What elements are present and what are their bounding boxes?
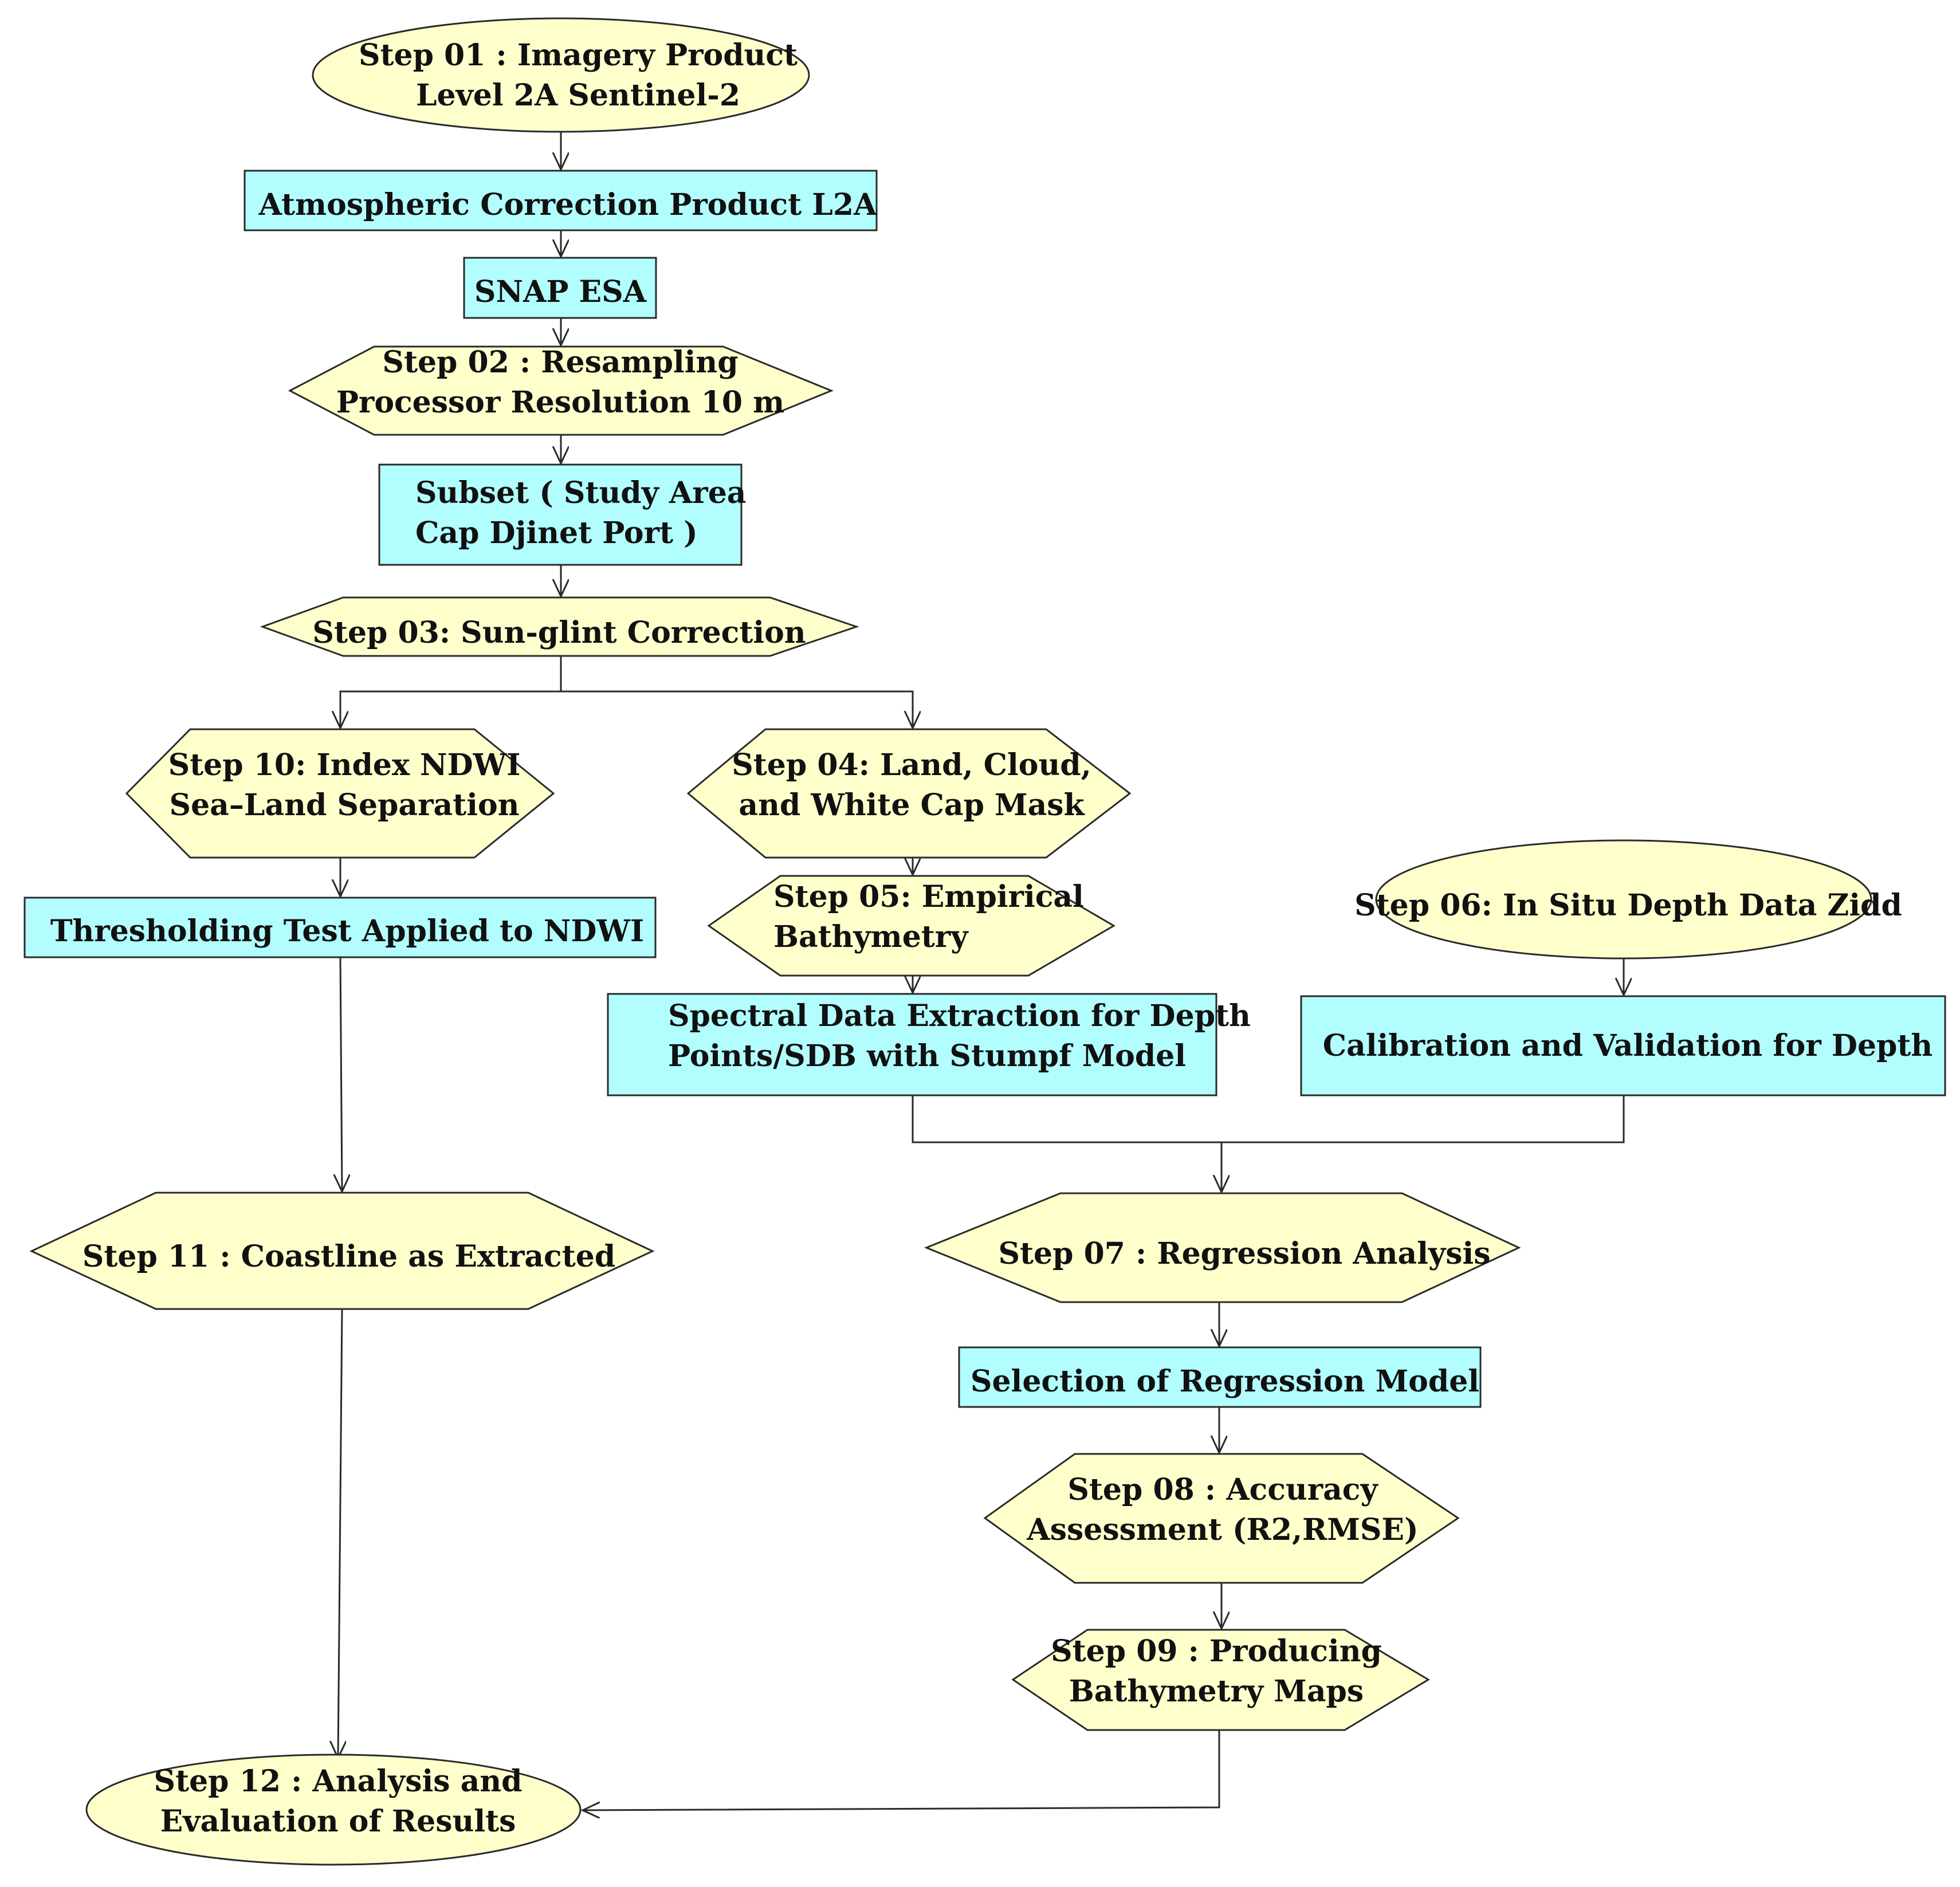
step06-node — [1375, 839, 1872, 960]
selection-line-1: Selection of Regression Model — [971, 1364, 1479, 1399]
shapes — [23, 17, 1946, 1866]
step10-node — [125, 728, 555, 859]
thresholding-line-1: Thresholding Test Applied to NDWI — [50, 914, 644, 949]
atmospheric-correction-node — [243, 170, 878, 231]
snap-line-1: SNAP ESA — [474, 274, 647, 309]
step08-node — [983, 1453, 1460, 1584]
step11-label: Step 11 : Coastline as Extracted — [83, 1239, 615, 1274]
arrow-step11-step12 — [338, 1308, 342, 1758]
step07-line-1: Step 07 : Regression Analysis — [998, 1236, 1490, 1271]
step07-node — [924, 1192, 1521, 1303]
step03-node — [260, 596, 859, 657]
subset-line-1: Subset ( Study Area — [415, 475, 746, 510]
step04-node — [686, 728, 1132, 859]
arrow-thresholding-step11 — [340, 957, 342, 1192]
step05-line-1: Step 05: Empirical — [773, 879, 1084, 914]
step05-node — [707, 875, 1115, 977]
step09-line-2: Bathymetry Maps — [1069, 1674, 1364, 1709]
connector-step09-step12 — [583, 1730, 1220, 1810]
step02-line-1: Step 02 : Resampling — [382, 345, 738, 380]
step06-line-1: Step 06: In Situ Depth Data Zidd — [1354, 888, 1902, 923]
step01-line-2: Level 2A Sentinel-2 — [416, 78, 740, 113]
atmospheric-correction-label: Atmospheric Correction Product L2A — [258, 187, 877, 222]
step03-line-1: Step 03: Sun-glint Correction — [312, 615, 806, 650]
connector-spectral-merge — [912, 1095, 1625, 1143]
connectors — [338, 132, 1624, 1810]
subset-node — [378, 463, 743, 566]
atmospheric-line-1: Atmospheric Correction Product L2A — [258, 187, 877, 222]
step04-line-1: Step 04: Land, Cloud, — [732, 748, 1091, 783]
step11-line-1: Step 11 : Coastline as Extracted — [83, 1239, 615, 1274]
step12-line-2: Evaluation of Results — [160, 1804, 516, 1839]
step01-node — [312, 17, 810, 133]
thresholding-label: Thresholding Test Applied to NDWI — [50, 914, 644, 949]
connector-step03-step04 — [561, 690, 914, 728]
step10-line-1: Step 10: Index NDWI — [168, 748, 521, 783]
step06-label: Step 06: In Situ Depth Data Zidd — [1354, 888, 1902, 923]
calibration-label: Calibration and Validation for Depth — [1323, 1028, 1932, 1063]
step08-line-2: Assessment (R2,RMSE) — [1026, 1512, 1418, 1547]
subset-line-2: Cap Djinet Port ) — [415, 516, 698, 551]
spectral-line-2: Points/SDB with Stumpf Model — [668, 1039, 1186, 1074]
step10-line-2: Sea–Land Separation — [170, 788, 520, 823]
step12-node — [85, 1754, 582, 1866]
step12-line-1: Step 12 : Analysis and — [154, 1764, 523, 1799]
calibration-line-1: Calibration and Validation for Depth — [1323, 1028, 1932, 1063]
step03-label: Step 03: Sun-glint Correction — [312, 615, 806, 650]
thresholding-node — [23, 897, 657, 958]
step07-label: Step 07 : Regression Analysis — [998, 1236, 1490, 1271]
step05-line-2: Bathymetry — [773, 919, 969, 954]
step08-line-1: Step 08 : Accuracy — [1067, 1472, 1378, 1507]
connector-step03-split — [340, 656, 562, 728]
step10-label: Step 10: Index NDWI Sea–Land Separation — [168, 748, 521, 823]
step02-line-2: Processor Resolution 10 m — [336, 385, 784, 420]
selection-regression-label: Selection of Regression Model — [971, 1364, 1479, 1399]
calibration-node — [1300, 995, 1946, 1096]
selection-regression-node — [958, 1346, 1482, 1408]
snap-esa-node — [463, 257, 657, 319]
spectral-extraction-node — [607, 993, 1217, 1096]
step01-line-1: Step 01 : Imagery Product — [359, 38, 798, 73]
step09-node — [1011, 1629, 1430, 1731]
step09-line-1: Step 09 : Producing — [1051, 1634, 1382, 1669]
snap-esa-label: SNAP ESA — [474, 274, 647, 309]
step04-label: Step 04: Land, Cloud, and White Cap Mask — [732, 748, 1091, 823]
step04-line-2: and White Cap Mask — [739, 788, 1085, 823]
step02-node — [288, 345, 834, 436]
step11-node — [29, 1192, 655, 1310]
spectral-line-1: Spectral Data Extraction for Depth — [668, 998, 1251, 1033]
